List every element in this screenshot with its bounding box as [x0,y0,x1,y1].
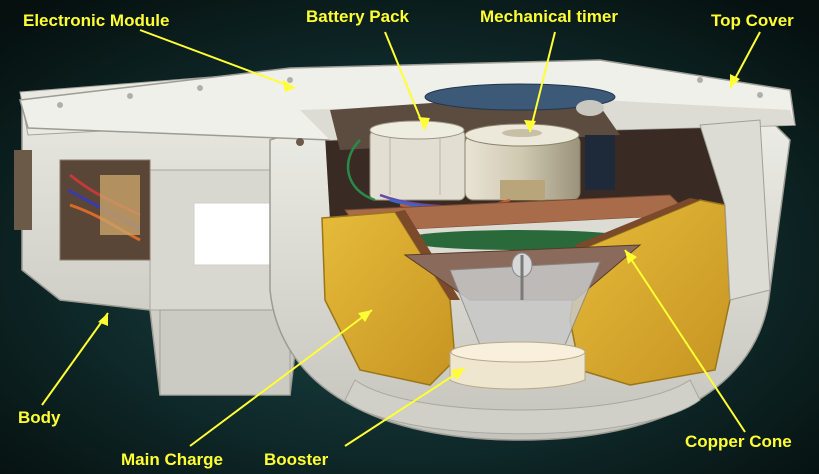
label-battery-pack: Battery Pack [306,7,410,26]
leader-mechanical-timer [529,31,556,133]
cover-screws [57,77,763,146]
leader-electronic-module [139,29,296,89]
label-body: Body [18,408,61,427]
leader-lines [41,29,761,447]
leader-main-charge [189,309,373,447]
leader-arrowheads [98,74,740,380]
copper-cone [403,244,642,346]
battery-pack [369,120,466,201]
label-electronic-module: Electronic Module [23,11,170,30]
label-main-charge: Main Charge [121,450,224,469]
label-top-cover: Top Cover [711,11,794,30]
leader-body [41,312,109,406]
right-inner-wall [699,119,771,301]
leader-copper-cone [624,249,746,433]
label-booster: Booster [264,450,329,469]
label-copper-cone: Copper Cone [685,432,792,451]
mechanical-timer [464,100,615,201]
booster [449,341,586,390]
leader-booster [344,367,466,447]
leader-battery-pack [384,31,426,131]
label-mechanical-timer: Mechanical timer [480,7,618,26]
